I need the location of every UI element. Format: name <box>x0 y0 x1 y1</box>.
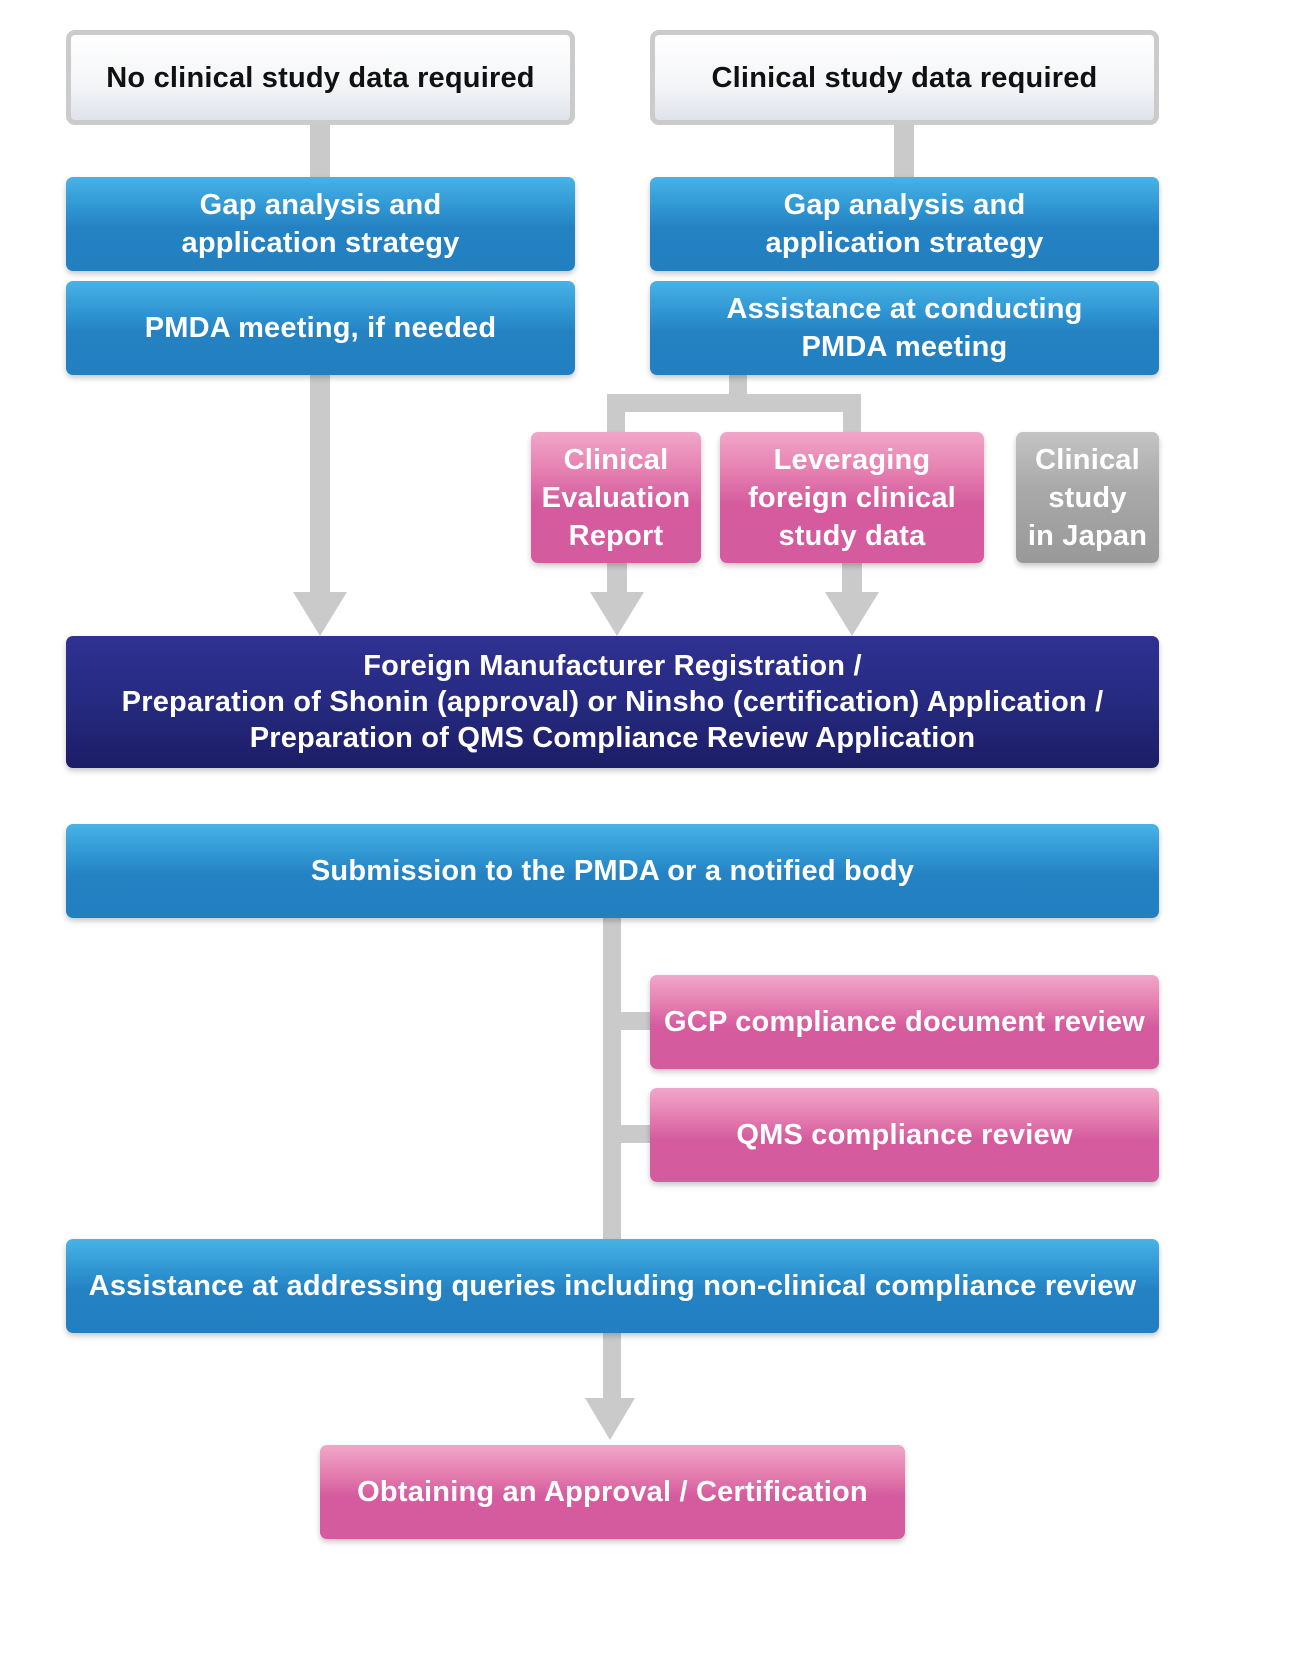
connector-review-trunk <box>603 916 621 1242</box>
connector-left-main <box>310 374 330 594</box>
connector-queries-down <box>603 1330 621 1402</box>
step-gap-analysis-right: Gap analysis and application strategy <box>650 177 1159 271</box>
arrow-down-icon <box>590 592 644 636</box>
connector-right-header <box>894 122 914 180</box>
arrow-down-icon <box>585 1398 635 1440</box>
connector-right-split-bar <box>607 394 861 412</box>
connector-to-gcp <box>603 1012 653 1030</box>
header-clinical-data-required: Clinical study data required <box>650 30 1159 125</box>
header-no-clinical-data: No clinical study data required <box>66 30 575 125</box>
arrow-down-icon <box>825 592 879 636</box>
arrow-down-icon <box>293 592 347 636</box>
option-clinical-study-japan: Clinical study in Japan <box>1016 432 1159 563</box>
step-preparation: Foreign Manufacturer Registration / Prep… <box>66 636 1159 768</box>
connector-to-foreign <box>843 394 861 434</box>
step-addressing-queries: Assistance at addressing queries includi… <box>66 1239 1159 1333</box>
connector-foreign-down <box>842 562 862 594</box>
option-clinical-evaluation-report: Clinical Evaluation Report <box>531 432 701 563</box>
step-pmda-meeting-right: Assistance at conducting PMDA meeting <box>650 281 1159 375</box>
connector-right-split-stem <box>729 374 747 398</box>
step-submission: Submission to the PMDA or a notified bod… <box>66 824 1159 918</box>
step-obtaining-approval: Obtaining an Approval / Certification <box>320 1445 905 1539</box>
connector-cer-down <box>607 562 627 594</box>
option-foreign-clinical-data: Leveraging foreign clinical study data <box>720 432 984 563</box>
step-qms-review: QMS compliance review <box>650 1088 1159 1182</box>
connector-to-cer <box>607 394 625 434</box>
step-pmda-meeting-left: PMDA meeting, if needed <box>66 281 575 375</box>
step-gap-analysis-left: Gap analysis and application strategy <box>66 177 575 271</box>
step-gcp-review: GCP compliance document review <box>650 975 1159 1069</box>
connector-left-header <box>310 122 330 180</box>
connector-to-qms <box>603 1125 653 1143</box>
